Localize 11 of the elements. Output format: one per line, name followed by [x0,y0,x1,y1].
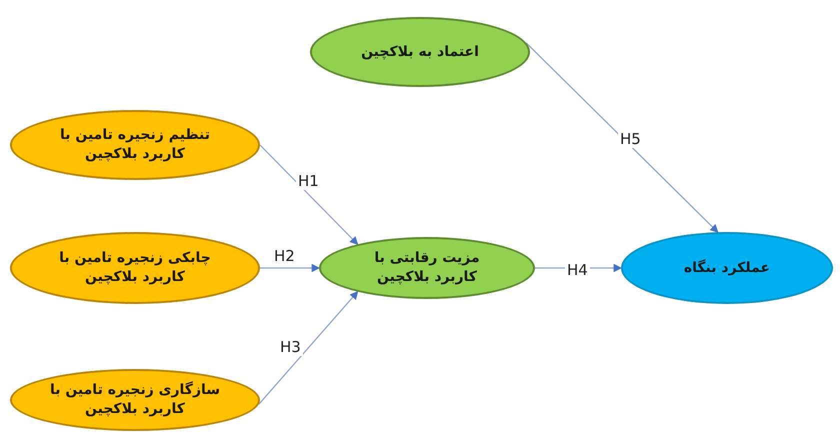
node-text: چابکی زنجیره تامین با کاربرد بلاکچین [58,249,212,287]
node-text: سازگاری زنجیره تامین با کاربرد بلاکچین [48,381,222,419]
node-text: اعتماد به بلاکچین [361,42,479,62]
edge-label: H3 [278,338,303,356]
arrow [526,42,718,233]
node-text: مزیت رقابتی با کاربرد بلاکچین [373,249,481,287]
node-text: تنظیم زنجیره تامین با کاربرد بلاکچین [58,126,212,164]
arrow [258,290,358,405]
arrow [260,144,358,245]
node-text: عملکرد بنگاه [684,258,770,278]
arrow [260,264,320,272]
